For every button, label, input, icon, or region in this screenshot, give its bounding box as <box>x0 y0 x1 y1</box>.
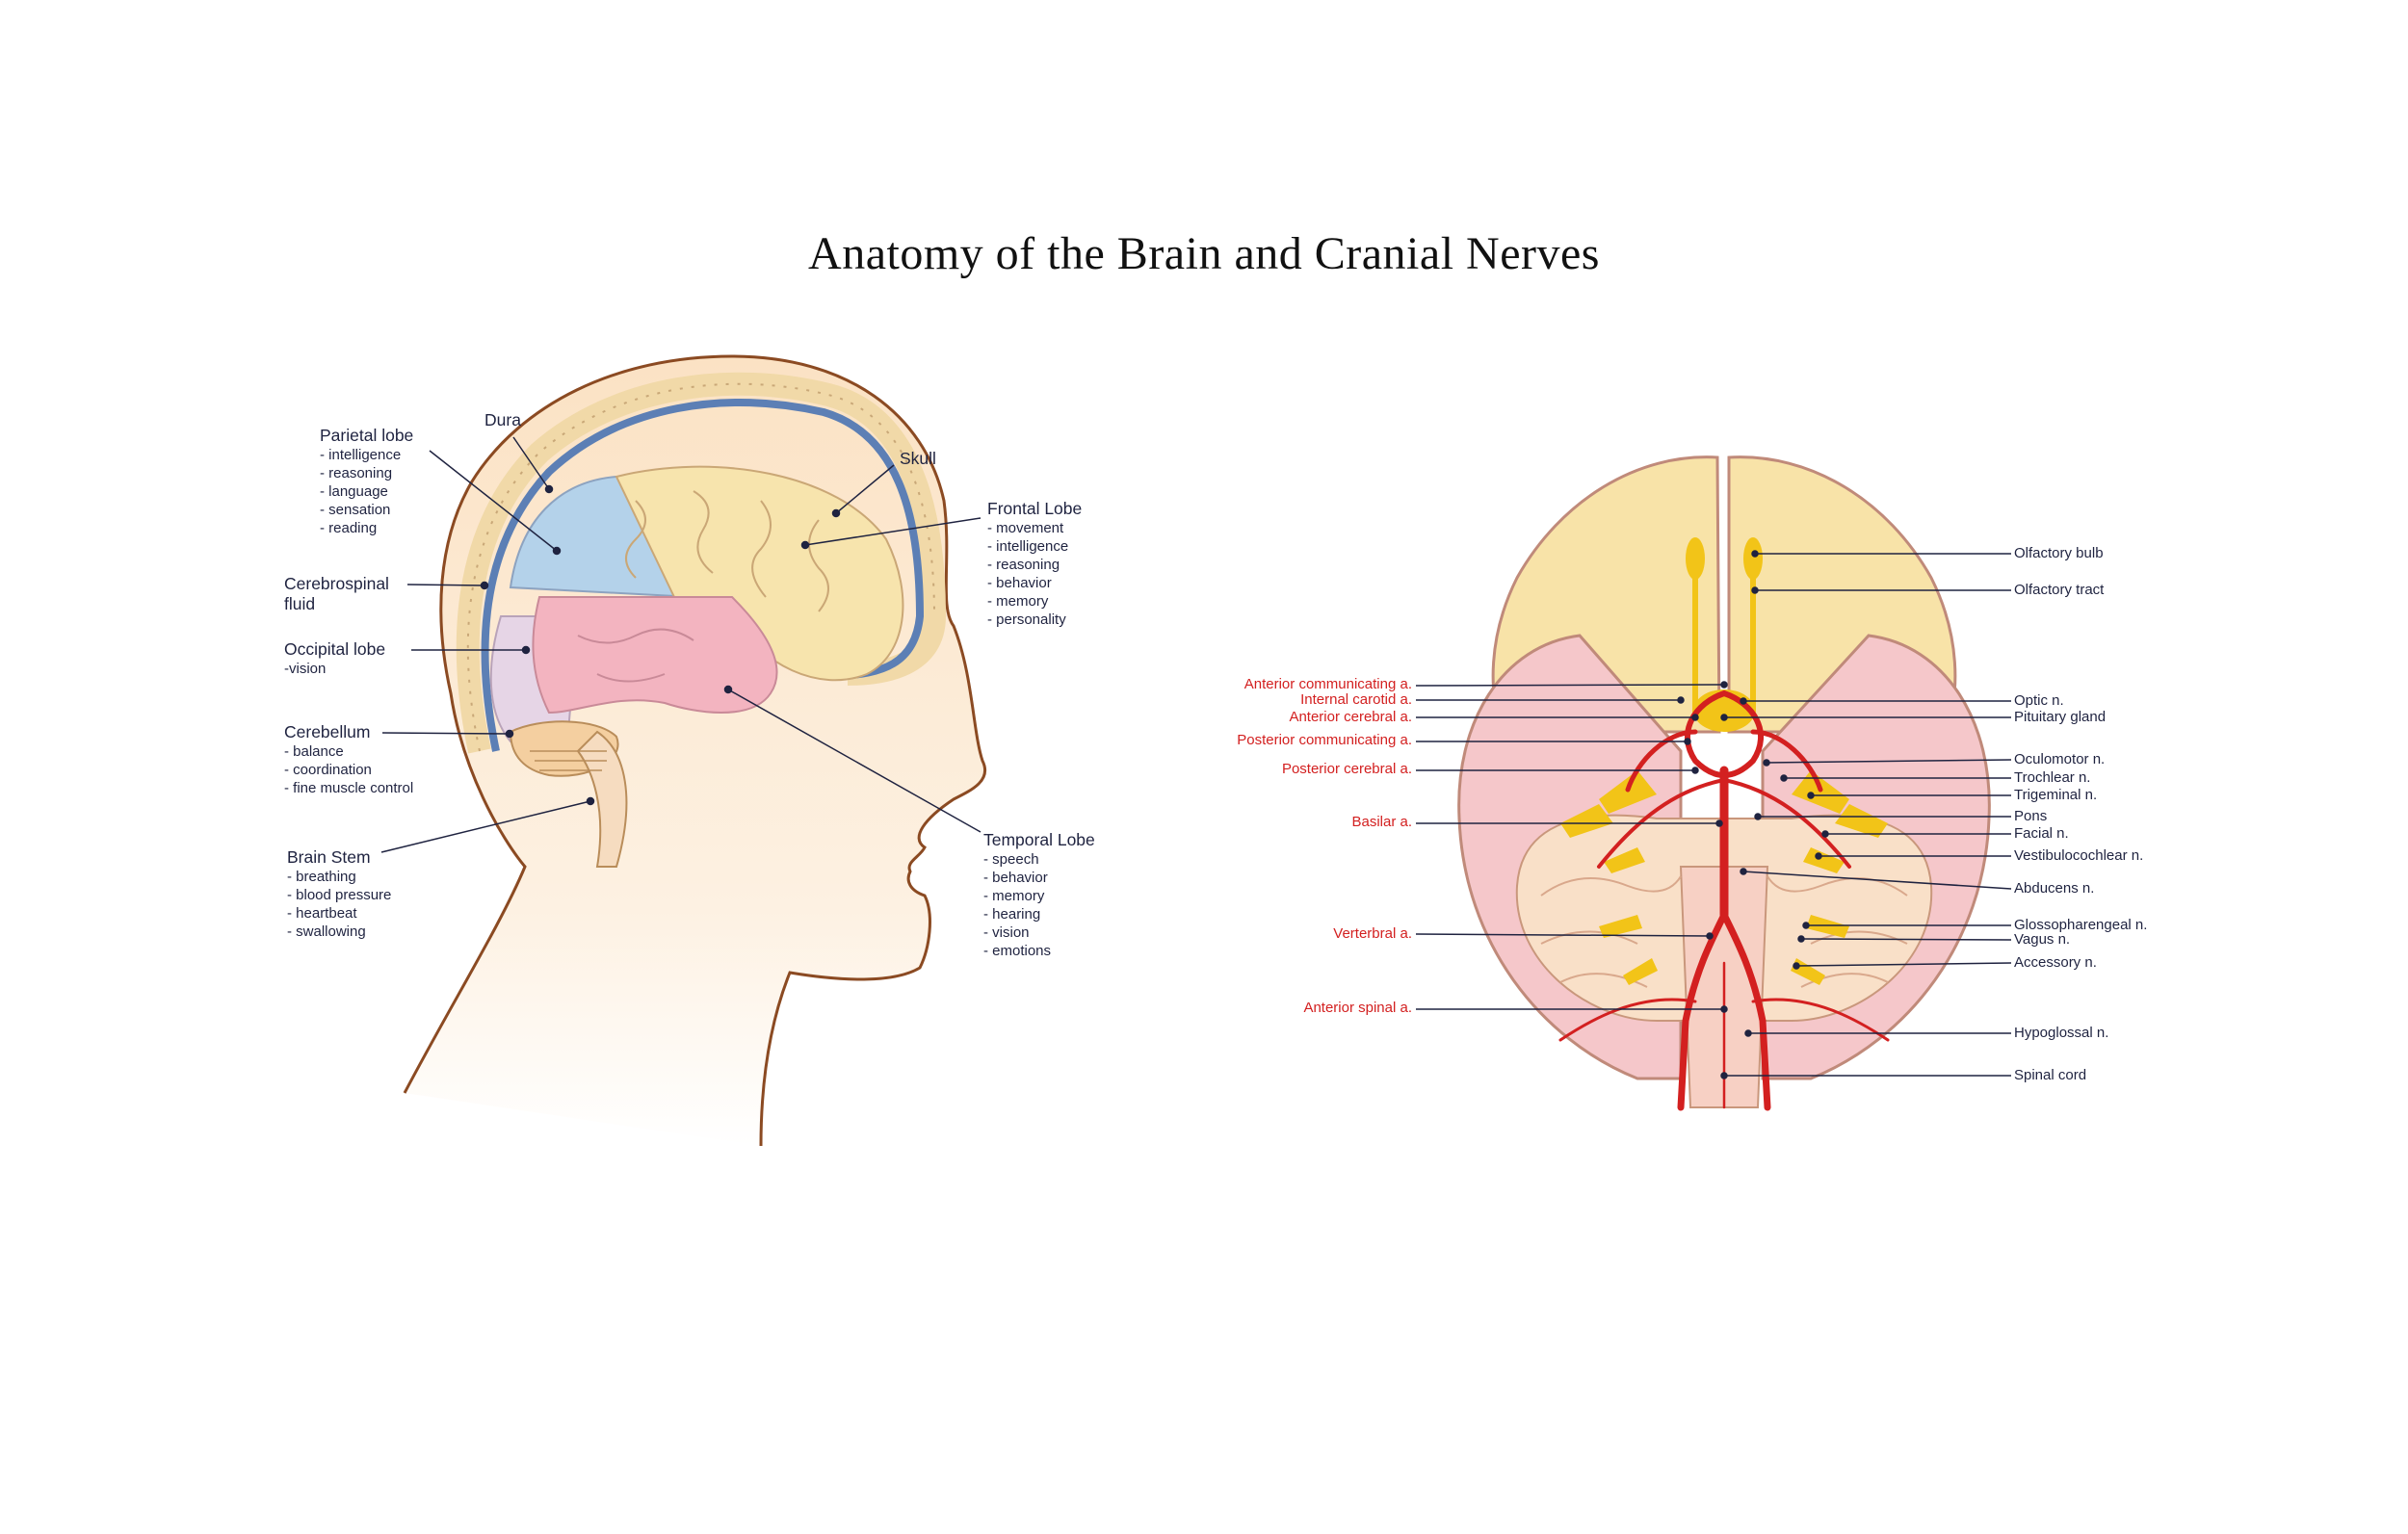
artery-label: Anterior communicating a. <box>1243 676 1412 692</box>
csf-label: Cerebrospinal fluid <box>284 574 389 614</box>
dura-shape <box>481 398 925 752</box>
nerve-label: Vagus n. <box>2014 931 2071 948</box>
frontal-item: - movement <box>987 520 1064 536</box>
nerve-label: Optic n. <box>2014 692 2064 709</box>
head-leader-lines <box>380 436 982 853</box>
parietal-item: - language <box>320 483 388 500</box>
temporal-item: - speech <box>983 851 1039 868</box>
artery-label: Posterior cerebral a. <box>1281 761 1412 777</box>
temporal-item: - hearing <box>983 906 1041 923</box>
nerve-label: Pituitary gland <box>2014 709 2107 725</box>
dura-label: Dura <box>484 410 521 430</box>
brainstem-label: Brain Stem - breathing - blood pressure … <box>287 847 391 941</box>
nerve-label: Oculomotor n. <box>2014 751 2106 767</box>
cerebellum-title: Cerebellum <box>284 722 371 741</box>
nerve-label: Glossopharengeal n. <box>2014 917 2148 933</box>
nerve-label: Facial n. <box>2014 825 2069 842</box>
cranial-nerves <box>1560 770 1888 985</box>
csf-title-line2: fluid <box>284 594 316 613</box>
parietal-item: - reading <box>320 520 378 536</box>
frontal-item: - memory <box>987 593 1049 610</box>
parietal-item: - sensation <box>320 502 391 518</box>
parietal-item: - intelligence <box>320 447 402 463</box>
artery-label: Posterior communicating a. <box>1237 732 1412 748</box>
skull-shape <box>456 372 947 754</box>
skull-label: Skull <box>900 449 936 469</box>
brainstem-item: - swallowing <box>287 923 366 940</box>
cerebellum-label: Cerebellum - balance - coordination - fi… <box>284 722 413 797</box>
nerve-leader-lines <box>1720 550 2012 1079</box>
frontal-item: - personality <box>987 611 1066 628</box>
artery-leader-lines <box>1415 681 1728 1013</box>
artery-label: Internal carotid a. <box>1300 691 1412 708</box>
brainstem-item: - heartbeat <box>287 905 357 922</box>
frontal-item: - reasoning <box>987 557 1060 573</box>
occipital-item: -vision <box>284 661 327 677</box>
dura-title: Dura <box>484 410 521 429</box>
skull-title: Skull <box>900 449 936 468</box>
temporal-lobe-title: Temporal Lobe <box>983 830 1095 849</box>
brainstem-title: Brain Stem <box>287 847 371 867</box>
frontal-lobe-title: Frontal Lobe <box>987 499 1083 518</box>
nerve-label: Trigeminal n. <box>2014 787 2098 803</box>
brainstem-item: - blood pressure <box>287 887 392 903</box>
frontal-lobe-label: Frontal Lobe - movement - intelligence -… <box>987 499 1082 629</box>
nerve-label: Accessory n. <box>2014 954 2097 971</box>
artery-label: Anterior spinal a. <box>1303 1000 1412 1016</box>
occipital-lobe-title: Occipital lobe <box>284 639 386 659</box>
csf-title-line1: Cerebrospinal <box>284 574 389 593</box>
nerve-label: Pons <box>2014 808 2048 824</box>
parietal-lobe-label: Parietal lobe - intelligence - reasoning… <box>320 426 413 537</box>
artery-label: Basilar a. <box>1351 814 1412 830</box>
page-title: Anatomy of the Brain and Cranial Nerves <box>808 228 1600 279</box>
temporal-item: - behavior <box>983 870 1048 886</box>
cerebellum-item: - fine muscle control <box>284 780 414 796</box>
nerve-label: Vestibulocochlear n. <box>2014 847 2144 864</box>
brainstem-item: - breathing <box>287 869 356 885</box>
occipital-lobe-label: Occipital lobe -vision <box>284 639 385 678</box>
cerebellum-item: - balance <box>284 743 344 760</box>
nerve-label: Hypoglossal n. <box>2014 1025 2109 1041</box>
nerve-label: Abducens n. <box>2014 880 2095 897</box>
temporal-item: - emotions <box>983 943 1052 959</box>
artery-label: Anterior cerebral a. <box>1289 709 1412 725</box>
nerve-label: Olfactory tract <box>2014 582 2105 598</box>
frontal-item: - intelligence <box>987 538 1069 555</box>
temporal-lobe-label: Temporal Lobe - speech - behavior - memo… <box>983 830 1095 960</box>
temporal-lobe-shape <box>532 596 778 715</box>
temporal-item: - memory <box>983 888 1045 904</box>
nerve-label: Trochlear n. <box>2014 769 2091 786</box>
parietal-item: - reasoning <box>320 465 393 481</box>
nerve-label: Spinal cord <box>2014 1067 2087 1083</box>
frontal-item: - behavior <box>987 575 1052 591</box>
parietal-lobe-title: Parietal lobe <box>320 426 414 445</box>
artery-label: Verterbral a. <box>1333 925 1412 942</box>
nerve-label: Olfactory bulb <box>2014 545 2104 561</box>
cerebellum-item: - coordination <box>284 762 372 778</box>
temporal-item: - vision <box>983 924 1030 941</box>
